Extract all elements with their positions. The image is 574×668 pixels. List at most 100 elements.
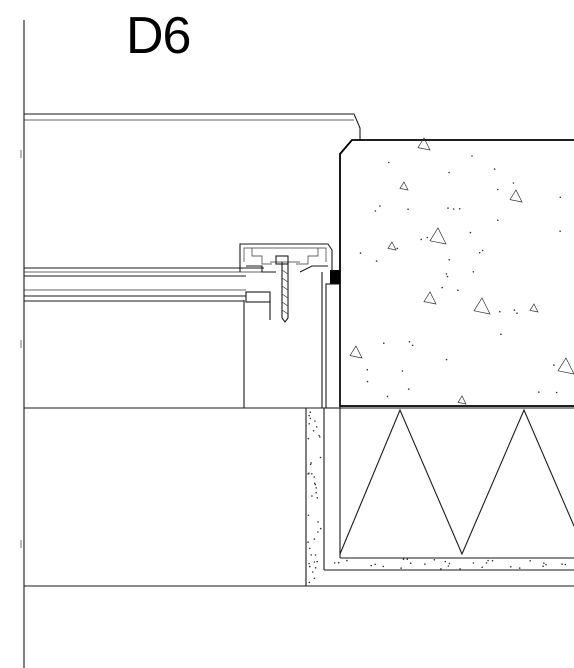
aggregate-dot	[446, 275, 449, 278]
aggregate-mark	[509, 189, 523, 203]
aggregate-dot	[366, 368, 369, 371]
aggregate-mark	[423, 291, 437, 305]
aggregate-mark	[349, 345, 363, 359]
screed-dot	[319, 527, 322, 530]
screed-dot	[481, 566, 484, 569]
screed-dot	[472, 562, 475, 564]
screed-dot	[444, 560, 447, 563]
screed-dot	[310, 554, 313, 556]
screed-dot	[485, 562, 488, 564]
sealant-joint	[321, 270, 341, 409]
aggregate-dot	[379, 205, 381, 207]
screed-dot	[308, 472, 310, 475]
aggregate-dot	[472, 271, 475, 273]
aggregate-mark	[387, 241, 397, 251]
frame-post	[243, 291, 271, 408]
screed-dot	[314, 567, 317, 569]
aggregate-dot	[452, 208, 455, 210]
screed-dot	[509, 566, 512, 568]
screed-dot	[518, 567, 521, 569]
aggregate-dot	[499, 310, 501, 313]
screed-dot	[309, 417, 312, 420]
screed-dot	[543, 562, 545, 564]
aggregate-dot	[388, 161, 390, 164]
screed-dot	[459, 568, 461, 570]
aggregate-dot	[497, 188, 499, 191]
screed-dot	[319, 456, 322, 459]
screed-dot	[309, 547, 311, 550]
aggregate-dot	[445, 358, 448, 361]
screed-dot	[382, 565, 385, 568]
aggregate-dot	[396, 247, 399, 250]
aggregate-dot	[407, 388, 410, 390]
aggregate-dot	[420, 238, 423, 241]
aggregate-dot	[374, 210, 377, 212]
aggregate-dot	[478, 251, 481, 254]
screed-dot	[308, 562, 310, 565]
aggregate-dot	[497, 219, 499, 221]
screed-dot	[487, 559, 489, 562]
left-break-line	[20, 20, 25, 668]
aggregate-dot	[512, 182, 515, 184]
screed-dot	[315, 491, 318, 494]
glazing-panel	[24, 267, 264, 302]
screed-dot	[406, 558, 409, 561]
screed-dot	[440, 568, 442, 570]
screed-dot	[312, 430, 315, 432]
aggregate-dot	[359, 252, 362, 254]
window-frame-profile	[239, 243, 333, 273]
aggregate-mark	[529, 303, 539, 313]
screed-dot	[402, 558, 405, 560]
aggregate-dot	[516, 312, 518, 315]
aggregate-dot	[447, 207, 449, 209]
concrete-aggregate-marks	[349, 137, 574, 405]
aggregate-dot	[383, 342, 385, 345]
screed-dot	[374, 563, 377, 566]
screed-dot	[314, 483, 317, 486]
screed-dot	[447, 565, 450, 567]
aggregate-dot	[445, 273, 448, 275]
screed-dot	[311, 571, 314, 573]
screed-dot	[333, 562, 336, 564]
screed-dot	[424, 563, 426, 565]
screed-dot	[491, 559, 494, 562]
aggregate-dot	[408, 340, 411, 343]
screed-dot	[307, 541, 309, 543]
aggregate-dot	[493, 168, 496, 170]
aggregate-dot	[469, 231, 472, 234]
screed-dot	[561, 563, 563, 565]
concrete-block	[339, 137, 574, 407]
screed-dot	[313, 476, 316, 478]
screed-dot	[315, 426, 318, 428]
aggregate-dot	[500, 333, 502, 336]
screed-dot	[307, 437, 310, 440]
aggregate-dot	[471, 155, 473, 157]
screed-dot	[337, 561, 340, 564]
screed-dot	[316, 560, 319, 563]
aggregate-dot	[407, 208, 409, 210]
aggregate-mark	[399, 181, 409, 191]
aggregate-mark	[457, 395, 467, 405]
anchor-screw	[281, 262, 289, 323]
screed-dot	[310, 462, 313, 464]
screed-dot	[318, 434, 320, 437]
screed-dot	[315, 487, 318, 489]
aggregate-dot	[481, 249, 484, 252]
aggregate-mark	[473, 297, 491, 315]
screed-dot	[313, 577, 316, 580]
screed-dot	[313, 482, 316, 485]
screed-dot	[308, 565, 311, 568]
aggregate-mark	[429, 227, 447, 245]
aggregate-dot	[448, 259, 451, 261]
screed-dot	[309, 411, 312, 414]
aggregate-dot	[457, 289, 459, 292]
insulation-zone	[339, 408, 574, 559]
aggregate-dot	[458, 208, 461, 210]
aggregate-dot	[538, 391, 540, 393]
screed-dot	[308, 423, 311, 425]
screed-dot	[542, 565, 544, 567]
screed-dot	[564, 563, 567, 566]
screed-dot	[317, 531, 319, 533]
screed-dot	[314, 554, 317, 556]
screed-dot	[314, 420, 316, 422]
